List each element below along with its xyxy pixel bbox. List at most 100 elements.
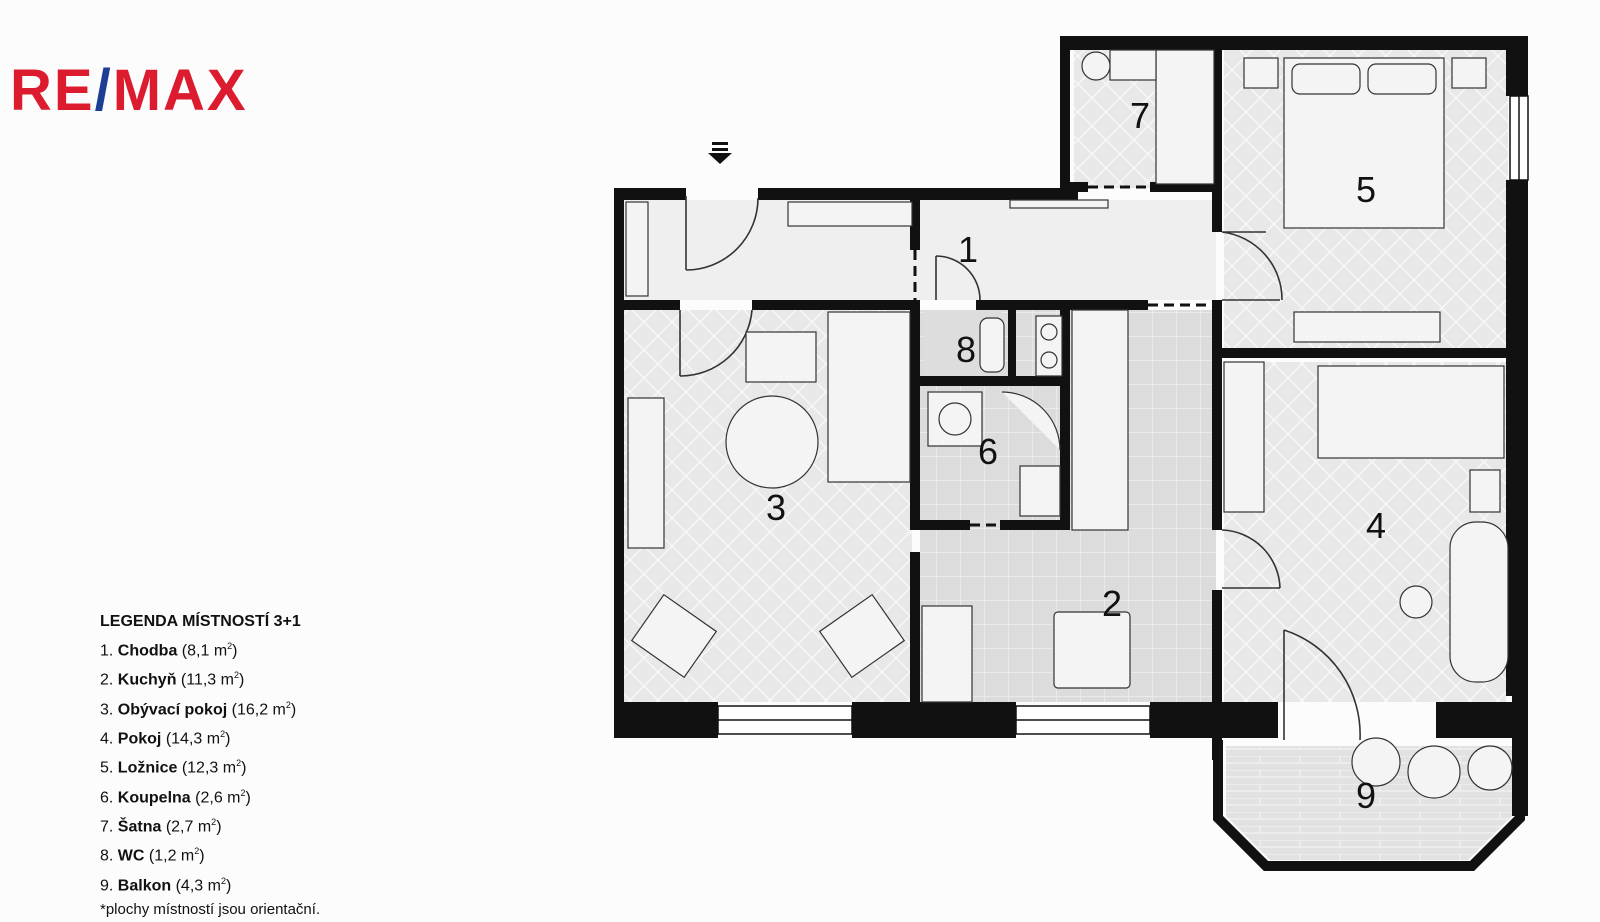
room-number-8: 8 — [956, 329, 976, 370]
wall — [614, 188, 624, 738]
living-door — [679, 309, 753, 377]
walls — [614, 36, 1528, 816]
room-number-7: 7 — [1130, 95, 1150, 136]
room-number-4: 4 — [1366, 505, 1386, 546]
nightstand — [1243, 57, 1279, 89]
balcony-door — [1283, 629, 1361, 741]
dining-table — [1053, 611, 1131, 689]
legend-item: 7. Šatna (2,7 m2) — [100, 816, 222, 836]
hall-cabinet — [787, 201, 913, 227]
wall — [910, 200, 920, 250]
wall — [1212, 300, 1222, 530]
logo-max: MAX — [112, 58, 248, 123]
floor-plan: 1 2 3 4 5 6 7 8 9 — [614, 36, 1529, 871]
wall — [1212, 590, 1222, 760]
furniture — [625, 49, 1513, 799]
wall — [1060, 36, 1070, 188]
shower-screen — [1001, 391, 1061, 451]
balcony-chair — [1351, 737, 1401, 787]
armchair-right — [818, 593, 906, 679]
desk-chair — [1399, 585, 1433, 619]
remax-logo: RE/MAX — [10, 62, 248, 120]
openings — [913, 185, 1212, 527]
wall — [1150, 182, 1220, 192]
logo-slash: / — [94, 58, 113, 123]
armchair-left — [630, 593, 718, 679]
room-labels: 1 2 3 4 5 6 7 8 9 — [766, 95, 1386, 816]
legend-item: 6. Koupelna (2,6 m2) — [100, 787, 251, 806]
wall — [758, 188, 1078, 200]
wall — [910, 552, 920, 602]
hob-ring — [1040, 351, 1058, 369]
wall — [1060, 182, 1088, 192]
wall — [1000, 520, 1070, 530]
balcony-chair — [1467, 745, 1513, 791]
room-number-5: 5 — [1356, 169, 1376, 210]
sofa — [827, 311, 911, 483]
wall — [1506, 180, 1528, 696]
wall — [614, 702, 718, 738]
washing-machine — [1019, 465, 1061, 517]
wall — [1150, 702, 1278, 738]
logo-re: RE — [10, 58, 95, 123]
wall — [1506, 36, 1528, 96]
legend-item: 5. Ložnice (12,3 m2) — [100, 758, 247, 777]
legend-item: 8. WC (1,2 m2) — [100, 846, 205, 865]
room-legend: LEGENDA MÍSTNOSTÍ 3+1 1. Chodba (8,1 m2)… — [100, 610, 320, 922]
hall-floor-right — [916, 200, 1216, 300]
room-number-3: 3 — [766, 487, 786, 528]
wall — [852, 702, 1016, 738]
room-number-6: 6 — [978, 431, 998, 472]
hall-shelf — [1009, 199, 1109, 209]
legend-item: 1. Chodba (8,1 m2) — [100, 641, 238, 660]
bedroom-door — [1221, 231, 1283, 301]
wall — [1060, 300, 1070, 530]
dresser — [1293, 311, 1441, 343]
room-number-1: 1 — [958, 229, 978, 270]
entrance-door — [685, 196, 759, 271]
room-number-2: 2 — [1102, 583, 1122, 624]
pouf — [1081, 51, 1111, 81]
room-number-9: 9 — [1356, 775, 1376, 816]
hob-ring — [1040, 323, 1058, 341]
wardrobe-rack — [1155, 49, 1215, 185]
entrance-arrow-icon — [708, 142, 732, 164]
legend-item: 9. Balkon (4,3 m2) — [100, 875, 232, 894]
wall — [1060, 36, 1528, 50]
nightstand — [1451, 57, 1487, 89]
wall — [910, 602, 920, 702]
wc-door — [935, 255, 981, 301]
coffee-table — [725, 395, 819, 489]
windows — [717, 95, 1529, 735]
wall — [910, 300, 920, 530]
kitchen-counter — [1071, 309, 1129, 531]
shelf — [1109, 49, 1157, 81]
legend-item: 3. Obývací pokoj (16,2 m2) — [100, 699, 297, 718]
legend-item: 2. Kuchyň (11,3 m2) — [100, 670, 245, 689]
desk — [1449, 521, 1509, 683]
kitchen-cabinet — [921, 605, 973, 703]
wall — [1212, 36, 1222, 232]
wall — [1436, 702, 1512, 738]
legend-title: LEGENDA MÍSTNOSTÍ 3+1 — [100, 613, 301, 630]
balcony-table — [1407, 745, 1461, 799]
wall — [1008, 310, 1016, 380]
balcony-railing — [1213, 740, 1525, 871]
pillow — [1291, 63, 1361, 95]
wall — [614, 300, 680, 310]
shoe-cabinet — [625, 201, 649, 297]
wall — [752, 300, 920, 310]
single-bed — [1317, 365, 1505, 459]
pillow — [1367, 63, 1437, 95]
room-door — [1221, 529, 1281, 589]
legend-item: 4. Pokoj (14,3 m2) — [100, 728, 231, 748]
wall — [1212, 348, 1512, 358]
armchair — [745, 331, 817, 383]
toilet — [979, 317, 1005, 373]
doors — [679, 196, 1361, 741]
wall — [920, 520, 970, 530]
sink-bowl — [938, 402, 972, 436]
bedside-table — [1469, 469, 1501, 513]
legend-note: *plochy místností jsou orientační. — [100, 900, 321, 918]
tv-cabinet — [627, 397, 665, 549]
